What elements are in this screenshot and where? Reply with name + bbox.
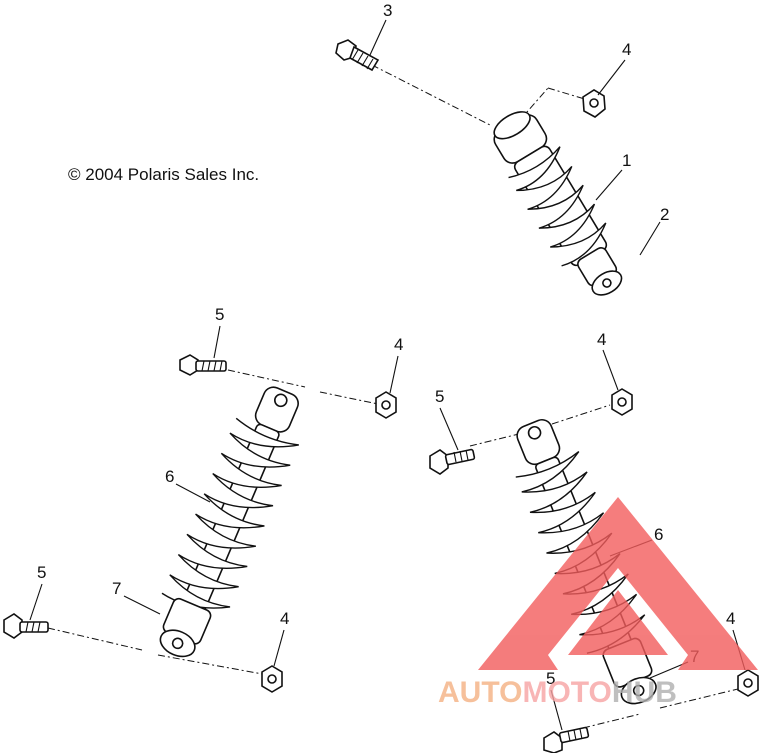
callout-left-top-bolt: 5 [215,305,224,324]
left-bottom-nut [261,665,283,693]
callout-left-top-nut: 4 [394,335,403,354]
callout-left-sleeve: 7 [112,579,121,598]
left-top-bolt [179,354,227,376]
left-bottom-bolt [3,613,49,639]
callout-right-bottom-nut: 4 [726,609,735,628]
callout-right-top-bolt: 5 [435,387,444,406]
top-bolt [335,39,380,72]
top-shock-assembly: 3 4 1 2 [335,1,669,296]
watermark-hub: HUB [612,676,677,709]
callout-right-top-nut: 4 [597,330,606,349]
callout-top-sleeve: 2 [660,205,669,224]
left-shock-assembly: 5 4 6 7 5 4 [3,305,403,693]
watermark-triangle-logo [478,497,758,670]
svg-text:AUTOMOTOHUB: AUTOMOTOHUB [438,676,677,709]
automotohub-watermark: AUTOMOTOHUB [438,497,758,709]
top-shock-body [493,111,623,296]
right-top-bolt [429,448,476,475]
callout-left-bottom-bolt: 5 [37,563,46,582]
left-shock-body [159,386,299,658]
callout-top-nut: 4 [622,40,631,59]
callout-top-shock: 1 [622,151,631,170]
callout-left-spring: 6 [165,467,174,486]
callout-top-bolt: 3 [383,1,392,20]
callout-right-spring: 6 [654,525,663,544]
right-top-nut [611,388,633,416]
top-nut [582,89,606,118]
right-bottom-bolt [543,726,590,753]
callout-right-bottom-bolt: 5 [546,669,555,688]
watermark-auto: AUTO [438,676,522,709]
right-bottom-nut [737,669,759,697]
watermark-moto: MOTO [522,676,611,709]
copyright-text: © 2004 Polaris Sales Inc. [68,165,259,184]
left-top-nut [375,391,397,419]
callout-left-bottom-nut: 4 [280,609,289,628]
